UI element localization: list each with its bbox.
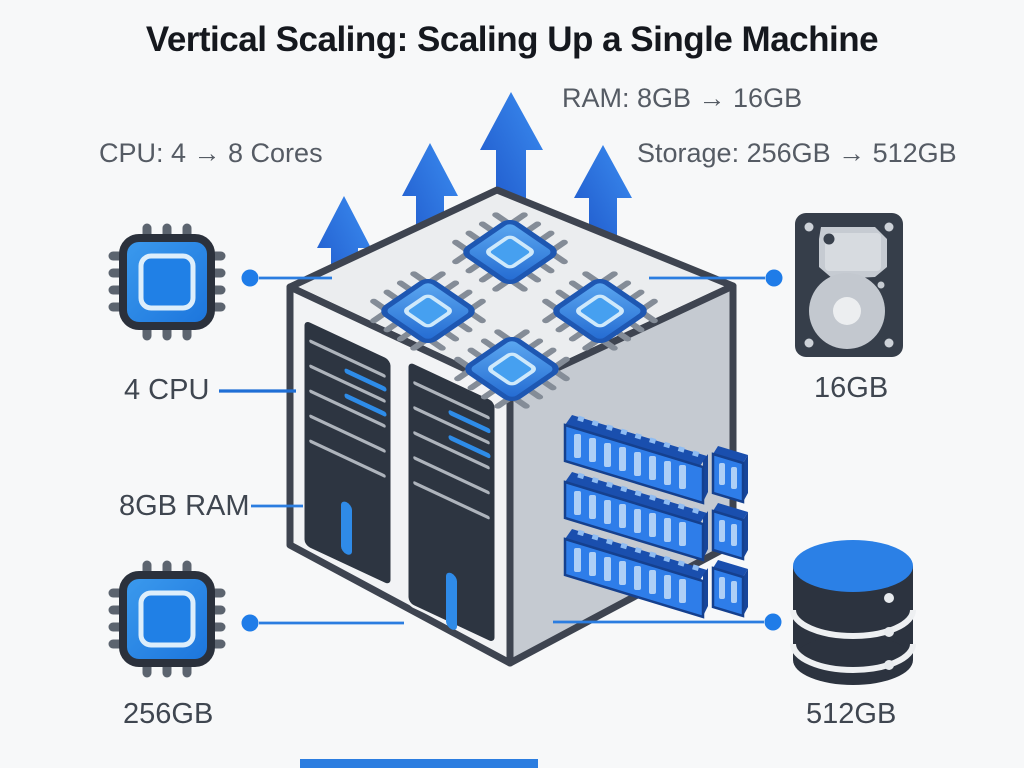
ram-upgraded-callout: 16GB xyxy=(814,372,889,404)
storage-current-callout: 256GB xyxy=(123,698,214,730)
connector-dots xyxy=(241,269,783,632)
ram-current-callout: 8GB RAM xyxy=(119,490,250,522)
cpu-current-callout: 4 CPU xyxy=(124,374,210,406)
up-arrow-icon xyxy=(574,145,632,250)
connector-dot xyxy=(764,613,782,631)
page-title: Vertical Scaling: Scaling Up a Single Ma… xyxy=(145,20,879,59)
storage-upgraded-callout: 512GB xyxy=(806,698,897,730)
connector-lines xyxy=(219,276,765,625)
database-icon xyxy=(790,540,916,685)
server-tower-icons xyxy=(301,318,498,645)
up-arrow-icon xyxy=(480,92,543,215)
server-tower-icon xyxy=(405,360,498,645)
cpu-upgrade-annotation: CPU: 4 → 8 Cores xyxy=(99,138,323,168)
connector-dot xyxy=(765,269,783,287)
bottom-accent-strip xyxy=(300,759,538,768)
storage-chip-icon xyxy=(113,565,221,673)
ram-upgrade-annotation: RAM: 8GB → 16GB xyxy=(562,83,803,113)
connector-dot xyxy=(241,269,259,287)
storage-upgrade-annotation: Storage: 256GB → 512GB xyxy=(637,138,957,168)
connector-dot xyxy=(241,614,259,632)
cpu-chip-icon xyxy=(113,228,221,336)
hard-drive-icon xyxy=(795,213,903,357)
server-tower-icon xyxy=(301,318,394,587)
